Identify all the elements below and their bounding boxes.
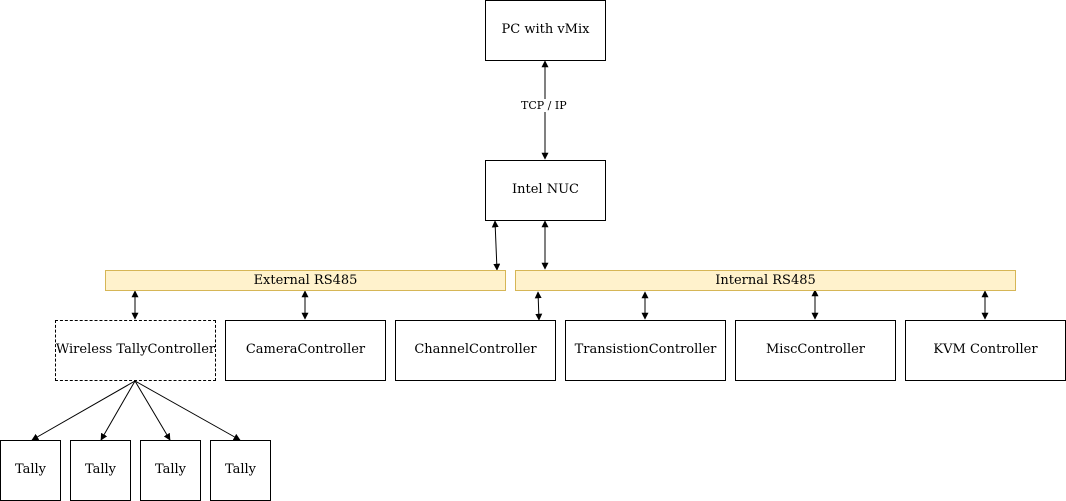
connector-wireless-tally-4 <box>134 380 241 441</box>
wireless-tally-controller-node: Wireless TallyController <box>55 320 216 381</box>
connector-wireless-tally-2 <box>100 380 136 441</box>
camera-controller-node: CameraController <box>225 320 386 381</box>
intel-nuc-node: Intel NUC <box>485 160 606 221</box>
transition-controller-node: TransistionController <box>565 320 726 381</box>
tally-node-1: Tally <box>0 440 61 501</box>
pc-vmix-node: PC with vMix <box>485 0 606 61</box>
connector-internal-bus-channel <box>534 291 543 321</box>
tally-node-4: Tally <box>210 440 271 501</box>
channel-controller-node: ChannelController <box>395 320 556 381</box>
connector-wireless-tally-1 <box>31 380 136 441</box>
kvm-controller-node: KVM Controller <box>905 320 1066 381</box>
tally-node-2: Tally <box>70 440 131 501</box>
misc-controller-node: MiscController <box>735 320 896 381</box>
connector-wireless-tally-3 <box>134 380 171 441</box>
tally-node-3: Tally <box>140 440 201 501</box>
edge-label-tcp-ip: TCP / IP <box>520 99 568 112</box>
external-rs485-bus: External RS485 <box>105 270 506 291</box>
internal-rs485-bus: Internal RS485 <box>515 270 1016 291</box>
connector-nuc-external-bus <box>491 220 501 271</box>
